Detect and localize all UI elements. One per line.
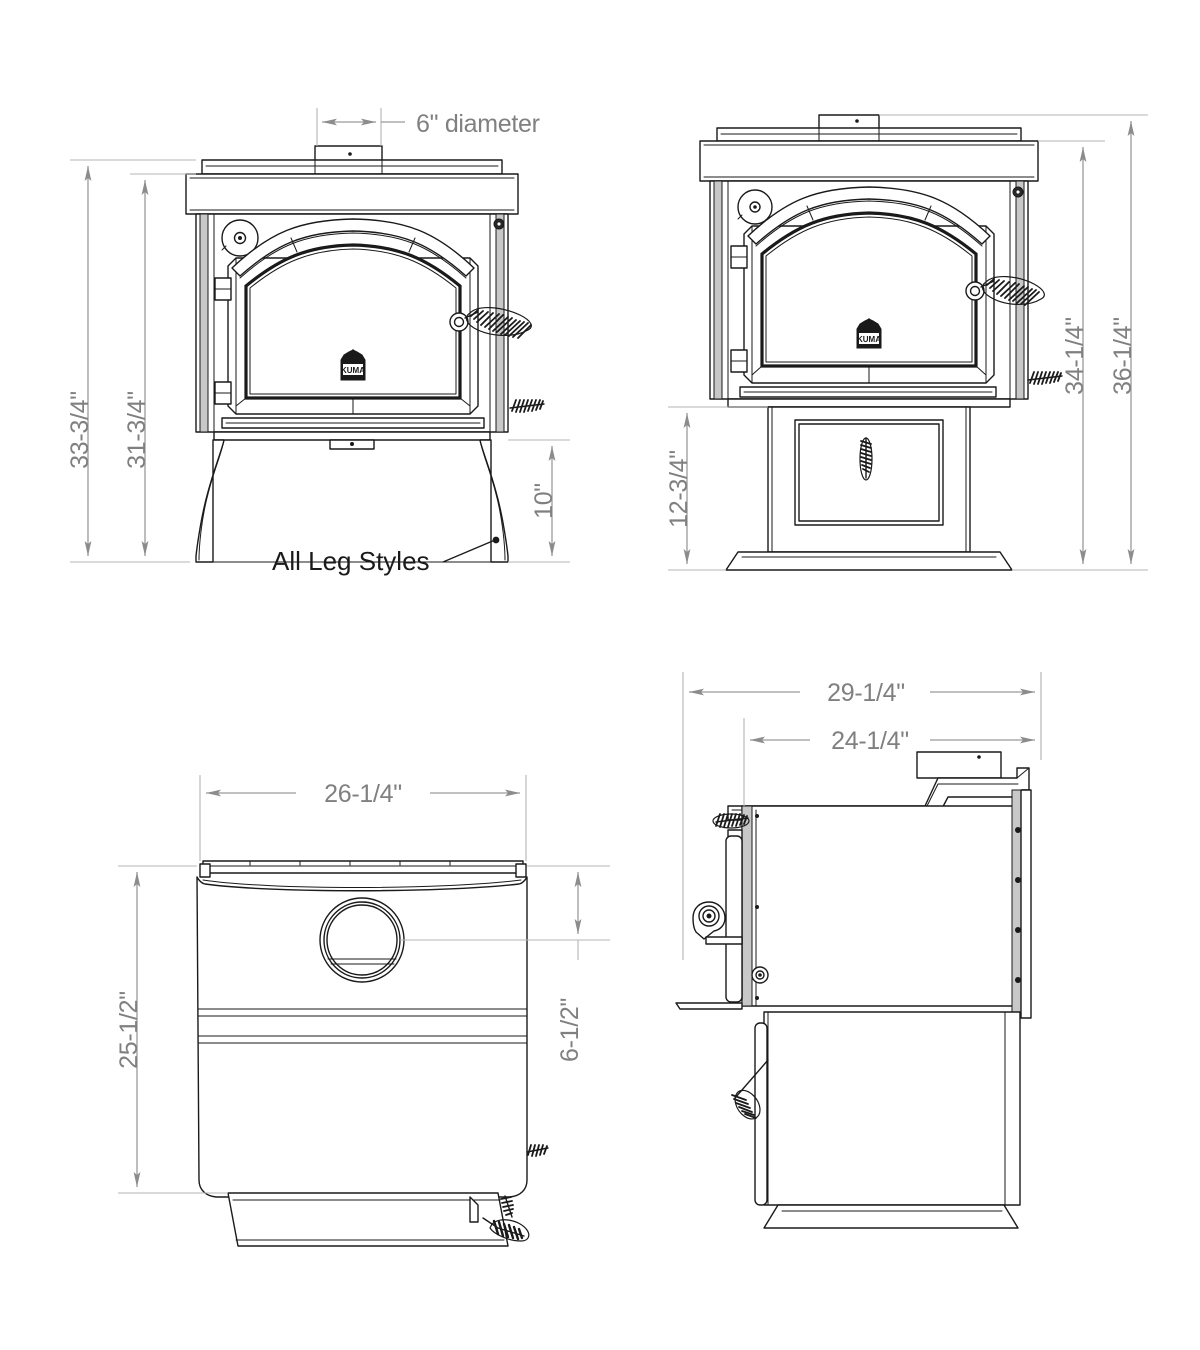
rear-fastener-2 bbox=[1015, 877, 1021, 883]
dim-flue-diameter-label: 6" diameter bbox=[416, 110, 540, 138]
side-view: 29-1/4" 24-1/4" bbox=[675, 672, 1042, 1229]
dim-leg-height-label: 10" bbox=[530, 483, 558, 519]
rear-fastener-4 bbox=[1015, 977, 1021, 983]
door-handle bbox=[449, 307, 532, 339]
door-badge-text-pedestal: KUMA bbox=[857, 335, 881, 344]
dim-pedestal-height-label: 12-3/4" bbox=[665, 450, 693, 528]
dim-flue-center-offset-label: 6-1/2" bbox=[556, 998, 584, 1062]
dim-flue-top-height-pedestal: 36-1/4" bbox=[879, 114, 1148, 571]
front-leg-view: 6" diameter 33-3/4" 31-3/4" 10" All Leg … bbox=[66, 108, 570, 576]
pedestal-base bbox=[725, 551, 1013, 571]
rail-cap-left bbox=[199, 863, 211, 878]
dim-overall-depth: 25-1/2" bbox=[115, 865, 228, 1194]
rear-bracket bbox=[469, 1196, 479, 1223]
dim-top-height-legs-label: 31-3/4" bbox=[123, 391, 151, 469]
base-plate-top bbox=[227, 1192, 509, 1247]
side-handle-spring-upper bbox=[526, 1144, 549, 1157]
air-control-handle bbox=[509, 399, 545, 413]
door-handle-ped bbox=[965, 276, 1045, 306]
rear-rail bbox=[202, 860, 524, 874]
dim-leg-height: 10" bbox=[508, 439, 570, 563]
door-gasket bbox=[725, 835, 743, 1003]
dim-body-depth-label: 24-1/4" bbox=[831, 727, 909, 755]
door-badge-front-pedestal: KUMA bbox=[856, 318, 882, 349]
body-front-edge bbox=[741, 805, 753, 1007]
pedestal-base-side bbox=[763, 1204, 1019, 1229]
rear-fastener-1 bbox=[1015, 827, 1021, 833]
rear-fastener-3 bbox=[1015, 927, 1021, 933]
dim-flue-top-height-pedestal-label: 36-1/4" bbox=[1109, 317, 1137, 395]
stove-top-geometry bbox=[196, 860, 549, 1247]
side-handle-spring-lower bbox=[500, 1195, 514, 1218]
note-all-leg-styles-label: All Leg Styles bbox=[272, 546, 430, 576]
dim-overall-height-legs-label: 33-3/4" bbox=[66, 391, 94, 469]
flue-collar-screw bbox=[348, 152, 352, 156]
stove-body-side bbox=[741, 805, 1021, 1007]
front-pedestal-view: 12-3/4" 34-1/4" 36-1/4" bbox=[665, 114, 1148, 571]
stove-front-pedestal-geometry bbox=[699, 114, 1063, 571]
dim-flue-diameter: 6" diameter bbox=[316, 108, 540, 146]
stove-bottom-pan-ped bbox=[727, 398, 1011, 408]
door-badge-text-front: KUMA bbox=[341, 366, 365, 375]
dim-top-height-legs: 31-3/4" bbox=[123, 173, 196, 563]
stove-top-plate-ped bbox=[699, 140, 1039, 182]
pedestal-latch-side bbox=[731, 1059, 769, 1120]
side-top-spring bbox=[712, 813, 750, 829]
stove-front-leg-geometry bbox=[185, 145, 545, 563]
dim-body-depth: 24-1/4" bbox=[743, 672, 1042, 806]
ash-lip-side bbox=[675, 1002, 743, 1010]
body-rear-edge bbox=[1011, 789, 1022, 1019]
left-side-edge-ped bbox=[713, 180, 723, 400]
front-handle-spring bbox=[482, 1217, 530, 1242]
pedestal-side bbox=[763, 1011, 1021, 1206]
side-door-handle bbox=[692, 901, 743, 945]
door-arch-trim bbox=[231, 218, 475, 277]
dim-overall-height-pedestal-label: 34-1/4" bbox=[1061, 317, 1089, 395]
dim-flue-center-offset: 6-1/2" bbox=[400, 865, 610, 1062]
door-glass bbox=[244, 243, 462, 400]
flue-collar-side bbox=[916, 751, 1002, 779]
stove-top-outline bbox=[196, 876, 528, 1198]
stove-bottom-pan bbox=[213, 431, 491, 441]
dim-overall-depth-label: 25-1/2" bbox=[115, 991, 143, 1069]
left-side-panel-edge bbox=[199, 213, 209, 433]
stove-side-geometry bbox=[675, 751, 1032, 1229]
pedestal-latch-spring bbox=[859, 437, 873, 481]
dim-pedestal-height: 12-3/4" bbox=[665, 406, 768, 571]
pedestal-door-edge bbox=[754, 1022, 768, 1206]
rail-cap-right bbox=[515, 863, 527, 878]
top-plate-lip bbox=[201, 159, 503, 175]
air-control-handle-ped bbox=[1027, 371, 1063, 385]
rear-frame bbox=[1020, 789, 1032, 1019]
dim-overall-width: 26-1/4" bbox=[199, 775, 527, 861]
door-glass-ped bbox=[760, 211, 978, 368]
door-badge-front-leg: KUMA bbox=[340, 349, 366, 381]
leader-dot bbox=[492, 536, 500, 544]
note-all-leg-styles: All Leg Styles bbox=[272, 536, 500, 576]
door-arch-trim-ped bbox=[747, 186, 991, 245]
stove-top-plate bbox=[185, 173, 519, 215]
air-control-center bbox=[238, 236, 242, 240]
dim-overall-width-label: 26-1/4" bbox=[324, 780, 402, 808]
top-view: 26-1/4" 25-1/2" 6-1/2" bbox=[115, 775, 610, 1247]
flue-opening-inner bbox=[326, 904, 398, 976]
dim-overall-depth-with-handle-label: 29-1/4" bbox=[827, 679, 905, 707]
dim-overall-depth-with-handle: 29-1/4" bbox=[682, 672, 1042, 960]
